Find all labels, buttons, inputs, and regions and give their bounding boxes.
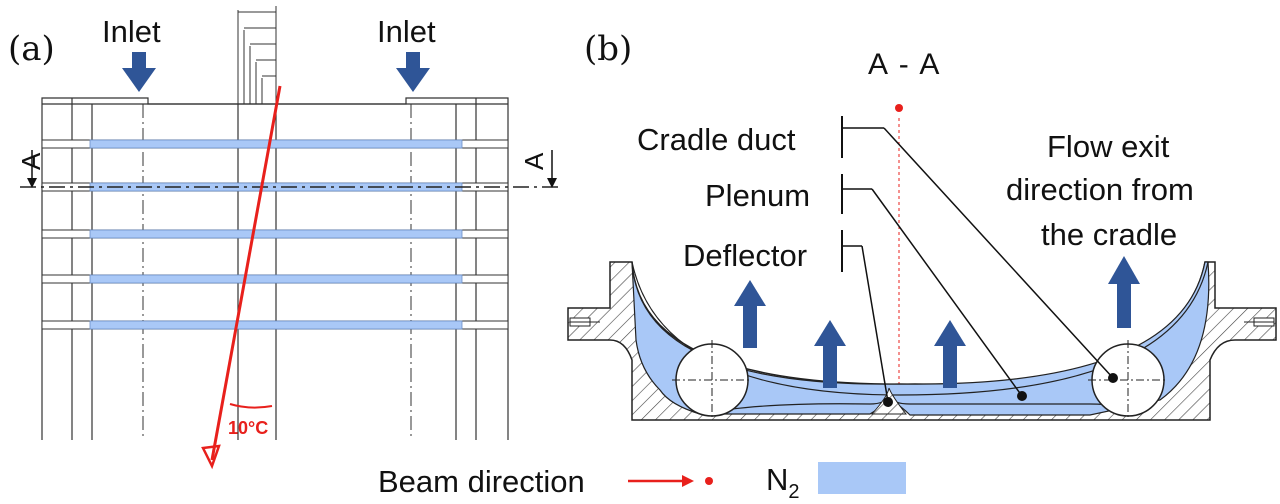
panel-b: (b) A - A bbox=[567, 29, 1277, 421]
pipe-right bbox=[1088, 340, 1168, 420]
beam-dot-icon bbox=[895, 104, 903, 112]
pipe-left bbox=[672, 340, 752, 420]
cradle-duct-label: Cradle duct bbox=[637, 122, 796, 157]
angle-label: 10°C bbox=[228, 418, 268, 438]
dimension-lines bbox=[237, 6, 277, 104]
svg-text:A: A bbox=[519, 152, 549, 170]
flow-arrow-icon bbox=[734, 280, 766, 348]
cradle-frame bbox=[41, 97, 509, 440]
channel-row bbox=[41, 139, 509, 149]
legend-n2-swatch bbox=[818, 462, 906, 494]
flow-arrows bbox=[734, 256, 1140, 388]
flow-arrow-icon bbox=[814, 320, 846, 388]
legend: Beam direction N2 bbox=[378, 462, 906, 503]
flow-exit-line-3: the cradle bbox=[1041, 217, 1177, 252]
n2-channels bbox=[20, 139, 560, 330]
legend-beam-dot-icon bbox=[705, 477, 713, 485]
beam-arrowhead-icon bbox=[201, 444, 221, 470]
cradle-duct-arc bbox=[631, 261, 1209, 396]
inlet-right-arrow-icon bbox=[396, 52, 430, 92]
panel-a-label: (a) bbox=[8, 29, 55, 69]
deflector-label: Deflector bbox=[683, 238, 807, 273]
center-lines bbox=[142, 104, 412, 440]
legend-n2-label: N2 bbox=[766, 462, 800, 503]
flow-arrow-icon bbox=[1108, 256, 1140, 328]
inlet-left-arrow-icon bbox=[122, 52, 156, 92]
inlet-left-label: Inlet bbox=[102, 14, 161, 49]
plenum-leader bbox=[871, 188, 1023, 397]
angle-arc bbox=[229, 403, 273, 409]
flow-arrow-icon bbox=[934, 320, 966, 388]
deflector-leader bbox=[861, 245, 889, 403]
section-mark-right: A bbox=[519, 150, 557, 188]
panel-b-label: (b) bbox=[584, 29, 632, 69]
legend-beam-direction: Beam direction bbox=[378, 464, 585, 499]
flow-exit-line-1: Flow exit bbox=[1047, 129, 1170, 164]
channel-row bbox=[41, 320, 509, 330]
svg-text:A: A bbox=[16, 152, 46, 170]
cradle-duct-leader bbox=[883, 127, 1114, 379]
channel-row bbox=[20, 182, 560, 192]
section-title: A - A bbox=[868, 48, 941, 81]
bolt-right bbox=[1244, 317, 1275, 327]
flow-exit-line-2: direction from bbox=[1006, 172, 1194, 207]
panel-a: (a) Inlet Inlet bbox=[8, 6, 560, 470]
legend-beam-arrowhead-icon bbox=[682, 475, 694, 487]
beam-line bbox=[210, 85, 282, 461]
plenum-label: Plenum bbox=[705, 178, 810, 213]
channel-row bbox=[41, 274, 509, 284]
bolt-left bbox=[569, 317, 600, 327]
inlet-right-label: Inlet bbox=[377, 14, 436, 49]
section-mark-left: A bbox=[16, 150, 46, 188]
channel-row bbox=[41, 229, 509, 239]
